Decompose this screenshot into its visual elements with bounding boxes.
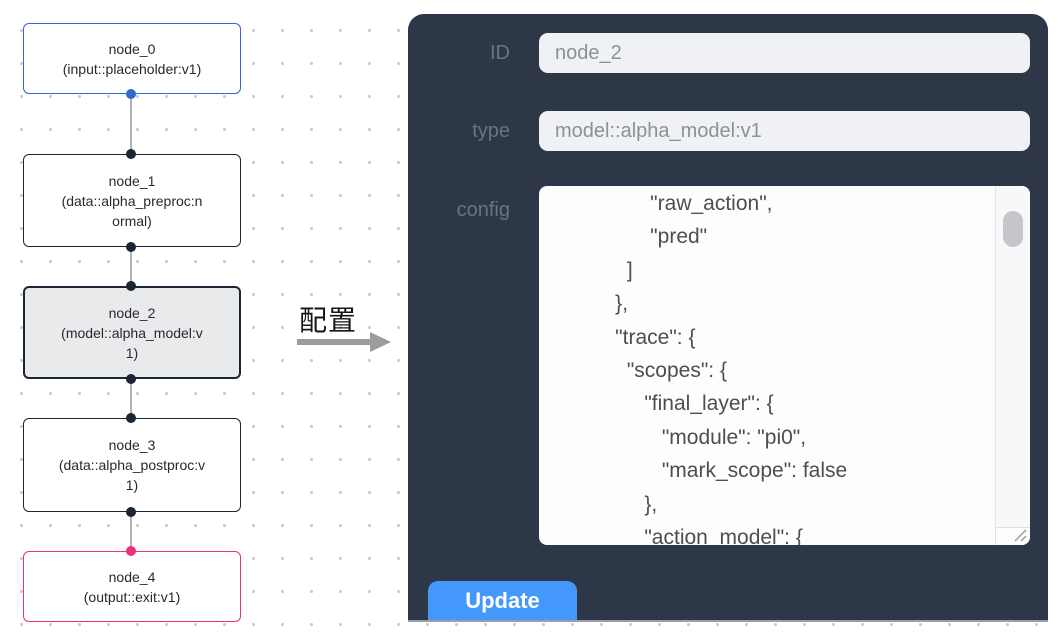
node-title: node_2 [108, 304, 156, 321]
config-annotation-label: 配置 [299, 305, 358, 336]
node-subtitle: (input::placeholder:v1) [62, 60, 202, 77]
node-node_0[interactable]: node_0 (input::placeholder:v1) [23, 23, 241, 94]
update-button[interactable]: Update [428, 581, 577, 620]
right-arrow-head-icon [370, 332, 391, 352]
node-node_4[interactable]: node_4 (output::exit:v1) [23, 551, 241, 622]
config-panel: ID type config "raw_action", "pred" ] },… [408, 14, 1048, 622]
config-text: "raw_action", "pred" ] }, "trace": { "sc… [615, 192, 848, 545]
node-title: node_3 [108, 437, 156, 453]
node-title: node_0 [108, 40, 156, 57]
edge-node3-node4 [130, 512, 132, 551]
node-node_1[interactable]: node_1 (data::alpha_preproc:normal) [23, 154, 241, 247]
node-node_2[interactable]: node_2 (model::alpha_model:v1) [23, 286, 241, 379]
config-editor[interactable]: "raw_action", "pred" ] }, "trace": { "sc… [539, 186, 1030, 545]
node-title: node_4 [108, 568, 156, 585]
edge-node1-node2 [130, 247, 132, 286]
node-subtitle: (model::alpha_model:v1) [61, 324, 203, 361]
port-icon[interactable] [126, 507, 136, 517]
node-node_3[interactable]: node_3 (data::alpha_postproc:v1) [23, 418, 241, 512]
resize-handle-icon[interactable] [995, 527, 1030, 545]
port-icon[interactable] [126, 374, 136, 384]
id-field-label: ID [490, 42, 510, 64]
edge-node2-node3 [130, 379, 132, 418]
port-icon[interactable] [126, 281, 136, 291]
edge-node0-node1 [130, 94, 132, 154]
node-subtitle: (output::exit:v1) [83, 588, 181, 605]
port-icon[interactable] [126, 149, 136, 159]
port-icon[interactable] [126, 89, 136, 99]
port-icon[interactable] [126, 242, 136, 252]
port-icon[interactable] [126, 413, 136, 423]
node-subtitle: (data::alpha_postproc:v1) [58, 457, 206, 493]
id-input[interactable] [539, 33, 1030, 73]
scrollbar-thumb[interactable] [1003, 211, 1023, 247]
node-subtitle: (data::alpha_preproc:normal) [61, 192, 203, 229]
scrollbar-track[interactable] [995, 186, 1030, 527]
type-field-label: type [472, 120, 510, 142]
right-arrow-icon [297, 339, 371, 345]
port-icon[interactable] [126, 546, 136, 556]
node-title: node_1 [108, 172, 156, 189]
type-input[interactable] [539, 111, 1030, 151]
config-field-label: config [456, 199, 510, 221]
